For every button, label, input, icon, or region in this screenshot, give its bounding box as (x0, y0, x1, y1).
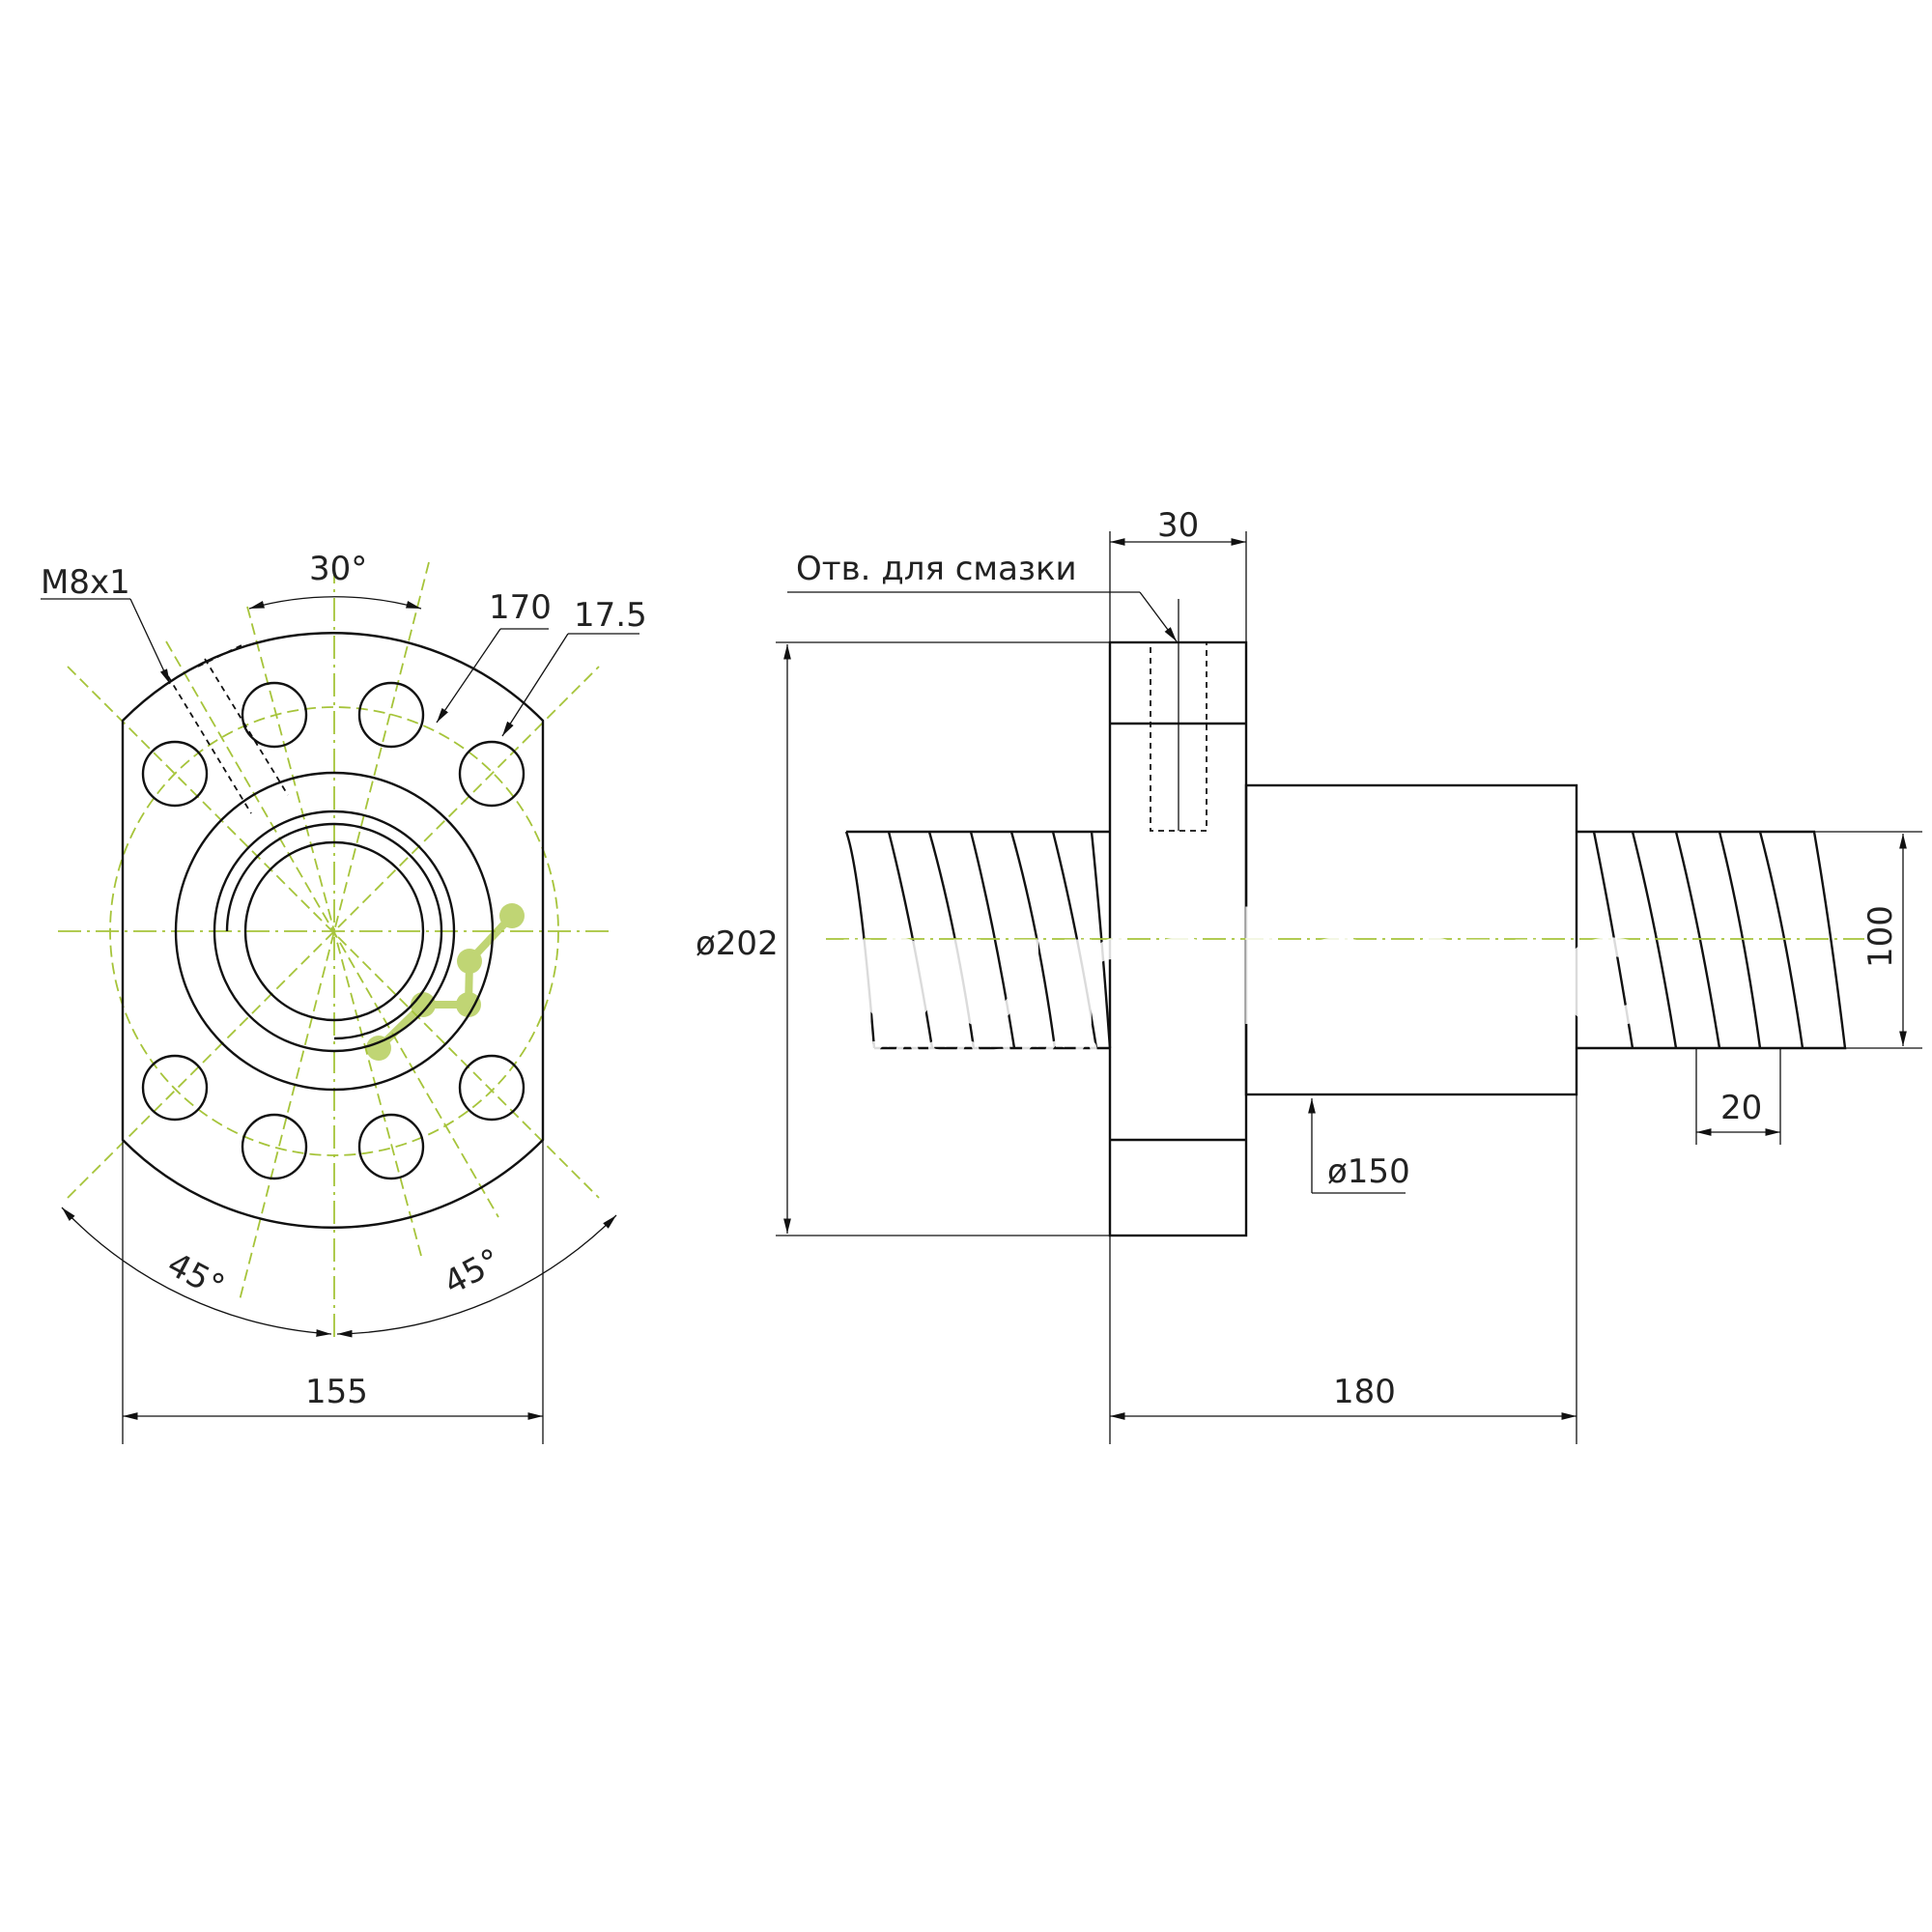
nut-body (1244, 783, 1578, 1096)
body-diameter: ø150 (1327, 1152, 1410, 1191)
angle-left: 45° (161, 1245, 231, 1307)
center-lines (58, 560, 609, 1343)
lube-hole-hidden (167, 644, 289, 814)
side-view: purelogic research & development 30 Отв.… (696, 506, 1922, 1444)
flange-thickness: 30 (1157, 506, 1199, 545)
lube-hole-label: Отв. для смазки (796, 550, 1077, 588)
length-dimension: 180 (1333, 1373, 1396, 1411)
watermark-tagline: research & development (869, 1028, 1533, 1072)
pitch-dimension: 20 (1720, 1089, 1762, 1127)
width-dimension: 155 (305, 1373, 368, 1411)
screw-left (844, 830, 1112, 1050)
hole-diameter-label: 17.5 (574, 596, 647, 635)
lube-hole (1150, 641, 1208, 832)
bolt-circle-label: 170 (489, 588, 552, 627)
flange-diameter: ø202 (696, 924, 779, 963)
angle-right: 45° (438, 1241, 507, 1303)
watermark-brand: purelogic (831, 880, 1647, 1061)
front-view: M8x1 30° 170 17.5 45° 45° 155 (41, 550, 647, 1444)
screw-diameter: 100 (1861, 905, 1900, 968)
body-circle (174, 771, 495, 1092)
thread-label: M8x1 (41, 563, 130, 602)
angle-top: 30° (309, 550, 367, 588)
bolt-holes (141, 681, 526, 1180)
screw-right (1577, 830, 1847, 1050)
